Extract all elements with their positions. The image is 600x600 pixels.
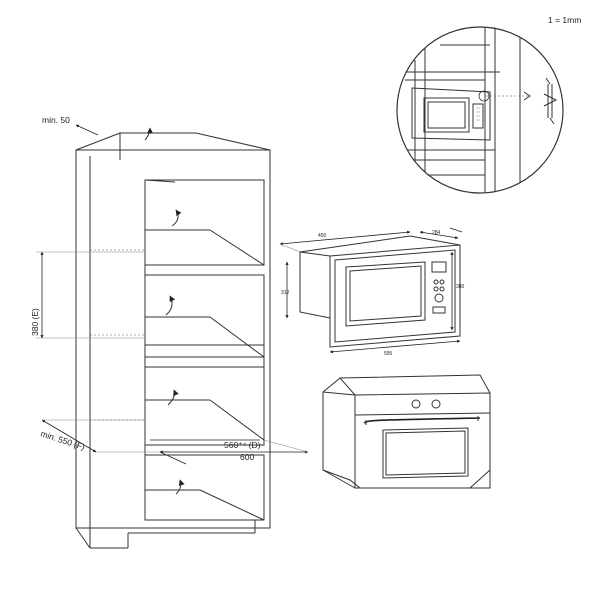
compartment-4 — [144, 454, 265, 521]
oven-appliance — [322, 374, 491, 489]
rotation-arrow-icon — [165, 295, 176, 316]
rotation-arrow-icon — [175, 479, 185, 495]
cabinet-front-outline — [75, 149, 271, 529]
oven-knob-right — [431, 399, 441, 409]
dim-width-label: 600 — [240, 452, 254, 462]
ap-dim-width: 450 — [318, 233, 327, 239]
ap-dim-depth: 284 — [432, 230, 441, 236]
dim-depth-label: 560⁺⁴ (D) — [224, 440, 261, 450]
rotation-arrow-icon — [167, 389, 179, 406]
dim-height-label: 380 (E) — [30, 308, 40, 336]
ap-dim-height-right: 380 — [456, 284, 465, 290]
microwave-window — [345, 261, 426, 327]
display-panel — [431, 261, 447, 273]
oven-handle — [363, 417, 481, 424]
dim-side-F: min. 550 (F) — [39, 419, 170, 453]
microwave-frame — [329, 244, 461, 348]
cabinet-top-plane — [75, 132, 271, 151]
ap-dim-height-left: 312 — [281, 290, 290, 296]
rotation-arrow-icon — [171, 209, 182, 227]
tall-cabinet — [75, 127, 271, 549]
oven-knob-left — [411, 399, 421, 409]
ap-dim-bottom: 595 — [384, 351, 393, 357]
dim-depth-D: 560⁺⁴ (D) 600 — [150, 439, 309, 465]
dim-height-E: 380 (E) — [30, 251, 145, 339]
dim-top-clearance: min. 50 — [42, 115, 99, 136]
compartment-1 — [144, 179, 265, 276]
detail-circle — [396, 26, 564, 194]
microwave-appliance: 450 284 312 380 595 — [279, 227, 465, 357]
compartment-2 — [144, 274, 265, 368]
door-button — [432, 306, 446, 314]
compartment-3 — [144, 344, 265, 456]
oven-window — [382, 427, 469, 479]
top-rotation-arrow-icon — [144, 127, 153, 141]
dim-top-label: min. 50 — [42, 115, 70, 125]
scale-note: 1 = 1mm — [548, 15, 581, 25]
control-knob — [434, 293, 444, 303]
